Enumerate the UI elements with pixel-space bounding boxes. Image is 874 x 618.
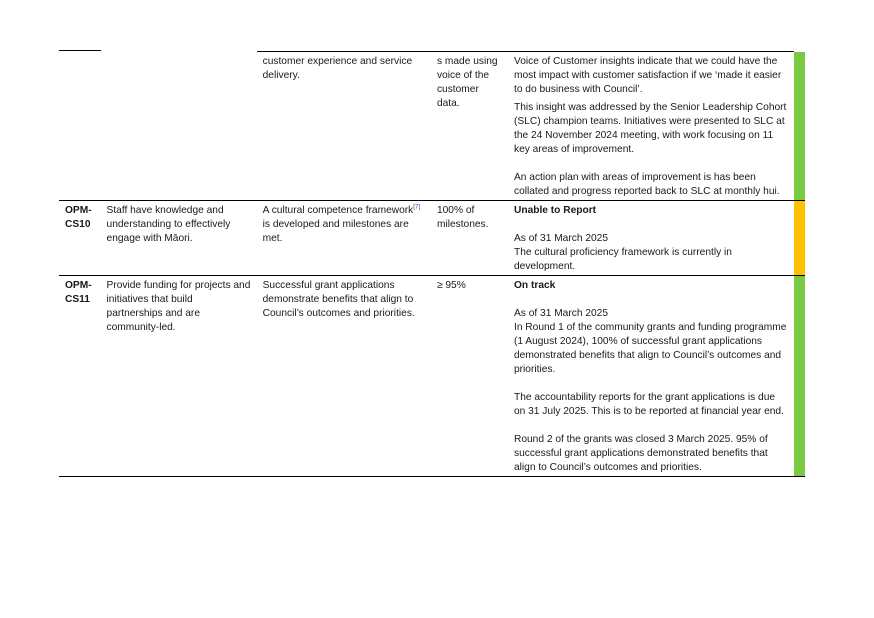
measure-description-cell (101, 52, 257, 201)
measure-code-cell: OPM-CS11 (59, 275, 101, 477)
status-title: On track (513, 280, 556, 291)
status-commentary-cell: Voice of Customer insights indicate that… (507, 51, 794, 201)
table-row: OPM-CS10 Staff have knowledge and unders… (59, 200, 805, 276)
status-commentary-cell: Unable to Report As of 31 March 2025 The… (507, 200, 794, 276)
measure-text-end: is developed and milestones are met. (262, 219, 409, 244)
performance-measures-table: customer experience and service delivery… (59, 51, 805, 477)
table-row: OPM-CS11 Provide funding for projects an… (59, 275, 805, 477)
performance-measure-cell: A cultural competence framework[7] is de… (256, 200, 431, 276)
target-cell: 100% of milestones. (430, 200, 508, 276)
measure-description-cell: Staff have knowledge and understanding t… (100, 200, 257, 276)
table-row: customer experience and service delivery… (59, 51, 805, 201)
commentary-paragraph: Voice of Customer insights indicate that… (513, 56, 782, 95)
rag-status-indicator-green (793, 275, 805, 477)
commentary-paragraph: Round 2 of the grants was closed 3 March… (513, 434, 768, 473)
rag-status-indicator-amber (793, 200, 805, 276)
target-cell: ≥ 95% (430, 275, 508, 477)
measure-description-cell: Provide funding for projects and initiat… (100, 275, 257, 477)
measure-code-cell (59, 52, 101, 201)
commentary-paragraph: This insight was addressed by the Senior… (513, 102, 787, 155)
table-top-stub-rule (59, 50, 101, 51)
target-cell: s made using voice of the customer data. (430, 51, 508, 201)
as-of-date: As of 31 March 2025 (513, 308, 608, 319)
measure-text-start: A cultural competence framework (262, 205, 414, 216)
measure-code-cell: OPM-CS10 (59, 200, 101, 276)
performance-measure-cell: customer experience and service delivery… (256, 51, 431, 201)
commentary-paragraph: The accountability reports for the grant… (513, 392, 784, 417)
commentary-paragraph: The cultural proficiency framework is cu… (513, 247, 732, 272)
status-title: Unable to Report (513, 205, 597, 216)
commentary-paragraph: In Round 1 of the community grants and f… (513, 322, 787, 375)
performance-measure-cell: Successful grant applications demonstrat… (256, 275, 431, 477)
status-commentary-cell: On track As of 31 March 2025 In Round 1 … (507, 275, 794, 477)
as-of-date: As of 31 March 2025 (513, 233, 608, 244)
commentary-paragraph: An action plan with areas of improvement… (513, 172, 780, 197)
footnote-reference-link[interactable]: [7] (413, 203, 421, 211)
rag-status-indicator-green (793, 51, 805, 201)
